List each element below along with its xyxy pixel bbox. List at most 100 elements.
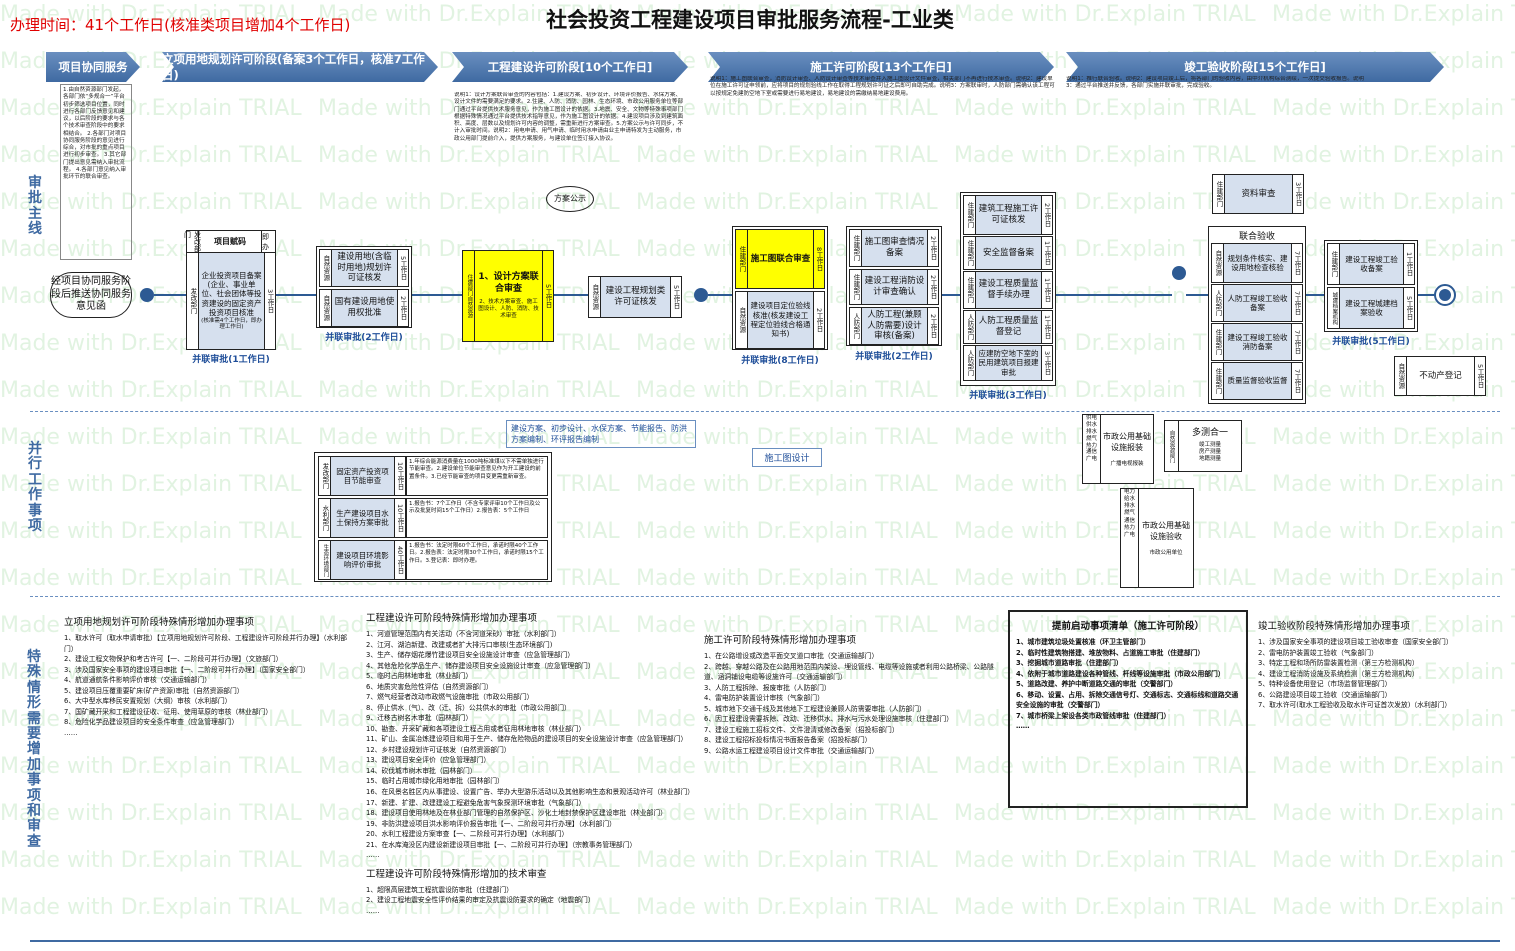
dept-label: 自然资源 — [589, 277, 601, 317]
item-label: 人防工程竣工验收备案 — [1227, 293, 1288, 312]
list-item: …… — [1016, 722, 1030, 731]
stage4b-item[interactable]: 人防部门人防工程(兼顾人防需要)设计审核(备案)2工作日 — [849, 307, 939, 345]
dept-label: 住建部门 — [964, 272, 976, 308]
start-oval[interactable]: 经项目协同服务阶段后推送协同服务意见函 — [50, 272, 132, 318]
page-bottom-rule — [30, 940, 1500, 942]
dept-label: 住建部门 — [736, 230, 748, 288]
list-item: 2、雷电防护装置竣工验收（气象部门） — [1258, 648, 1378, 657]
stage5-bottom-label: 并联审批(5工作日) — [1332, 337, 1410, 347]
list-item: 20、水利工程建设方案审查【一、二阶段可并行办理】（水利部门） — [366, 830, 569, 839]
list-item: 1、取水许可（取水申请审批）【立项用地规划许可阶段、工程建设许可阶段并行办理】（… — [64, 634, 347, 653]
archive-item[interactable]: 住建部门建设工程竣工验收备案 1工作日 — [1327, 243, 1415, 285]
section-title: 立项用地规划许可阶段特殊情形增加办理事项 — [64, 617, 255, 628]
list-item: 4、建设工程消防设施及系统检测（第三方检测机构） — [1258, 669, 1419, 678]
utility-depts: 电力给水排水燃气通信热力广电 — [1121, 489, 1139, 587]
stage1-header-code: 项目赋码 — [214, 237, 246, 246]
location-check-box[interactable]: 自然资源建设项目定位验线核准(核发建设工程定位验线合格通知书)2工作日 — [735, 291, 825, 349]
note-construction: 说明1：设计方案联合审查的内容包括：1.建设方案、初步设计、环境评价报告、水保方… — [454, 92, 684, 142]
dept-label: 住建部门 — [964, 237, 976, 269]
list-item: 6、地质灾害危险性评估（自然资源部门） — [366, 682, 493, 691]
utility-depts: 供电供水排水燃气热力通信广电 — [1083, 415, 1101, 483]
item-label: 质量监督验收监督 — [1227, 376, 1288, 386]
end-node — [1434, 284, 1456, 306]
list-item: …… — [64, 728, 78, 737]
phase-completion: 竣工验收阶段[15个工作日] — [1066, 52, 1444, 82]
item-label: 安全监督备案 — [982, 247, 1034, 258]
note-collaboration: 1.由自然资源部门发起，各部门依“多规合一”平台初步筛选项目位置，同时进行各部门… — [60, 84, 132, 260]
flow-arrow — [1306, 294, 1324, 296]
note-completion: 说明1：推行联合验收。说明2：建设项目竣工后，将各部门的验收内容，由中介机构综合… — [1066, 76, 1364, 90]
dept-label: 住建部门 — [1213, 175, 1225, 213]
utility-accept-box[interactable]: 市政公用基础设施验收市政公用单位 — [1142, 521, 1190, 556]
list-item: 2、跨越、穿越公路及在公路用地范围内架设、埋设管线、电缆等设施或者利用公路桥梁、… — [704, 662, 994, 682]
stage1-record-box[interactable]: 发改部门 企业投资项目备案(企业、事业单位、社会团体等投资建设的固定资产投资项目… — [187, 253, 275, 349]
lane-special-label: 特殊情形需要增加事项和审查 — [27, 649, 41, 850]
list-item: 5、特种设备使用登记（市场监督管理部门） — [1258, 680, 1392, 689]
section-title: 提前启动事项清单（施工许可阶段） — [1051, 621, 1204, 632]
time-label: 2工作日 — [927, 270, 938, 304]
dept-label: 住建部门 — [1328, 244, 1340, 284]
item-label: 人防工程(兼顾人防需要)设计审核(备案) — [867, 310, 922, 342]
dept-label: 住建部门 — [1212, 324, 1224, 360]
item-label: 规划条件核实、建设用地检查核验 — [1227, 253, 1288, 272]
list-item: 4、航道通航条件影响评价审核（交通运输部门） — [64, 676, 212, 685]
item-label: 建设工程竣工验收备案 — [1345, 254, 1398, 273]
dept-label: 住建部门 — [1212, 363, 1224, 399]
item-label: 建设项目环境影响评价审批 — [336, 550, 389, 569]
dept-label: 人防部门 — [850, 308, 862, 344]
time-label: 5工作日 — [670, 277, 681, 317]
item-label: 人防工程质量监督登记 — [978, 316, 1039, 337]
list-item: 18、建设项目使用林地及在林业部门管理的自然保护区、沙化土地封禁保护区建设审批（… — [366, 809, 667, 818]
item-label: 施工图联合审查 — [750, 253, 811, 264]
utility-apply-box[interactable]: 市政公用基础设施报装广播电视报装 — [1103, 432, 1151, 467]
list-item: 2、建设工程地震安全性评价结果的审定及抗震设防要求的确定（地震部门） — [366, 896, 595, 905]
flow-node — [1172, 266, 1186, 280]
multi-survey-box[interactable]: 多测合一竣工测量房产测量地籍测量 — [1179, 421, 1241, 471]
dept-stack: 住建部门自然资源 — [463, 251, 475, 341]
list-item: 4、雷电防护装置设计审核（气象部门） — [704, 694, 824, 703]
time-label: 1工作日 — [1403, 244, 1414, 284]
section-title: 工程建设许可阶段特殊情形增加办理事项 — [366, 613, 538, 624]
time-label: 7工作日 — [1291, 244, 1302, 282]
publicity-oval[interactable]: 方案公示 — [546, 186, 594, 212]
flow-arrow — [276, 294, 316, 296]
page-title: 社会投资工程建设项目审批服务流程-工业类 — [546, 8, 954, 32]
list-item: 5、道路改建、养护中断道路交通的审批（交警部门） — [1016, 680, 1178, 689]
time-label: 7工作日 — [1291, 324, 1302, 360]
review-sub: 2、技术方案审查、施工图设计、人防、消防、技术审查 — [478, 298, 539, 319]
list-item: 1、城市建筑垃圾处置核准（环卫主管部门） — [1016, 638, 1150, 646]
flow-arrow — [1418, 294, 1436, 296]
item-list: 1、涉及国家安全事项的建设项目竣工验收审查（国家安全部门）2、雷电防护装置竣工验… — [1258, 637, 1510, 711]
item-list: 1、河道管理范围内有关活动（不含河道采砂）审批（水利部门）2、江河、湖泊新建、改… — [366, 629, 696, 861]
item-label: 建设工程质量监督手续办理 — [978, 279, 1039, 300]
item-label: 建设用地(含临时用地)规划许可证核发 — [337, 252, 392, 284]
utility-apply-group: 供电供水排水燃气热力通信广电 市政公用基础设施报装广播电视报装 — [1082, 414, 1154, 484]
dept-label: 自然资源 — [736, 292, 748, 348]
item-label: 生产建设项目水土保持方案审批 — [336, 508, 389, 527]
